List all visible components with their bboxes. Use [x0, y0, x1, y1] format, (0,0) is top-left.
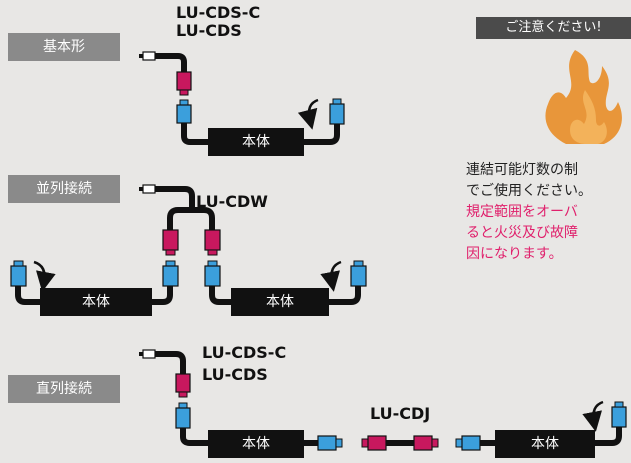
- caution-line: でご使用ください。: [466, 183, 592, 199]
- caution-warning-line: ると火災及び故障: [466, 225, 578, 241]
- cable: [155, 186, 195, 210]
- arrow-icon: [582, 400, 604, 432]
- arrow-icon: [33, 260, 56, 292]
- blue-connector-icon: [461, 435, 481, 451]
- magenta-connector-icon: [367, 435, 387, 451]
- blue-connector-icon: [329, 103, 345, 125]
- arrow-icon: [297, 98, 319, 130]
- blue-connector-icon: [350, 265, 367, 287]
- main-unit: 本体: [208, 128, 304, 156]
- plug-icon: [142, 184, 156, 194]
- part-label-lu-cds-c: LU-CDS-C: [176, 3, 261, 22]
- cable: [155, 53, 187, 72]
- main-unit: 本体: [495, 430, 595, 458]
- plug-icon: [142, 349, 156, 359]
- magenta-connector-icon: [176, 71, 192, 91]
- cable: [594, 427, 622, 446]
- cable: [155, 351, 186, 374]
- main-unit: 本体: [208, 430, 304, 458]
- parallel-wiring: [10, 184, 367, 305]
- main-unit: 本体: [231, 288, 329, 316]
- blue-connector-icon: [176, 104, 192, 124]
- cable: [209, 286, 233, 305]
- section-label-parallel: 並列接続: [8, 175, 120, 203]
- part-label-lu-cds-c: LU-CDS-C: [202, 343, 287, 362]
- cable: [150, 286, 173, 305]
- main-unit: 本体: [40, 288, 152, 316]
- cable: [192, 207, 215, 230]
- magenta-connector-icon: [175, 373, 191, 393]
- magenta-connector-icon: [162, 229, 179, 251]
- section-label-basic: 基本形: [8, 33, 120, 61]
- cable: [167, 207, 192, 230]
- series-wiring: [139, 349, 627, 451]
- blue-connector-icon: [10, 265, 27, 287]
- arrow-icon: [320, 260, 342, 292]
- caution-warning-line: 規定範囲をオーバ: [466, 204, 578, 220]
- blue-connector-icon: [611, 406, 627, 428]
- cable: [181, 123, 210, 145]
- part-label-lu-cdw: LU-CDW: [196, 192, 268, 211]
- blue-connector-icon: [175, 407, 191, 429]
- magenta-connector-icon: [204, 229, 221, 251]
- caution-text: 連結可能灯数の制 でご使用ください。 規定範囲をオーバ ると火災及び故障 因にな…: [466, 160, 631, 265]
- section-label-series: 直列接続: [8, 375, 120, 403]
- blue-connector-icon: [204, 265, 221, 287]
- cable: [180, 428, 210, 446]
- part-label-lu-cds: LU-CDS: [176, 21, 242, 40]
- cable: [328, 286, 361, 305]
- magenta-connector-icon: [413, 435, 433, 451]
- cable: [303, 124, 340, 145]
- blue-connector-icon: [317, 435, 337, 451]
- part-label-lu-cdj: LU-CDJ: [370, 404, 431, 423]
- blue-connector-icon: [162, 265, 179, 287]
- caution-warning-line: 因になります。: [466, 246, 563, 262]
- part-label-lu-cds: LU-CDS: [202, 365, 268, 384]
- basic-form-wiring: [139, 51, 345, 145]
- caution-header: ご注意ください!: [476, 17, 631, 39]
- plug-icon: [142, 51, 156, 61]
- fire-icon: [545, 50, 622, 144]
- cable: [15, 286, 42, 305]
- caution-line: 連結可能灯数の制: [466, 162, 578, 178]
